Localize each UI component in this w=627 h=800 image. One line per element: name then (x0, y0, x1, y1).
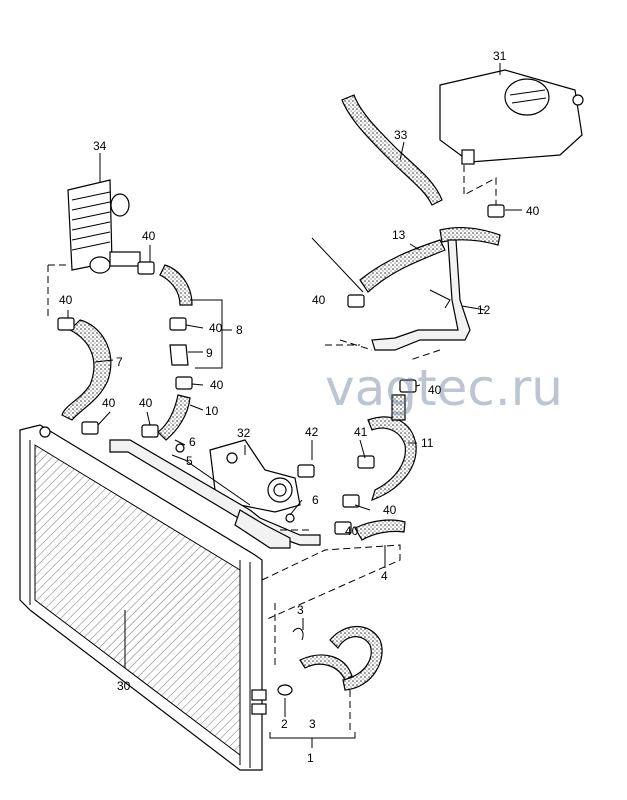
callout-42: 42 (305, 425, 319, 439)
oil-cooler (67, 179, 141, 274)
hoses (61, 94, 501, 691)
callout-10: 10 (205, 404, 219, 418)
coolant-pipe (109, 439, 321, 549)
callout-9: 9 (206, 346, 213, 360)
callout-40-hose-13: 40 (312, 293, 326, 307)
watermark-text: vagtec.ru (325, 359, 563, 417)
callout-1: 1 (307, 751, 314, 765)
callout-40-oil-cooler: 40 (142, 229, 156, 243)
callout-40-pipe: 40 (345, 524, 359, 538)
callout-5: 5 (186, 454, 193, 468)
callout-40-mid: 40 (209, 321, 223, 335)
callout-6-right: 6 (312, 493, 319, 507)
radiator (19, 424, 267, 771)
expansion-tank (439, 69, 584, 165)
callout-40-left: 40 (59, 293, 73, 307)
callout-40-hose-11: 40 (428, 383, 442, 397)
callout-32: 32 (237, 426, 251, 440)
callout-40-lower: 40 (210, 378, 224, 392)
callout-6-left: 6 (189, 435, 196, 449)
callout-33: 33 (394, 128, 408, 142)
callout-7: 7 (116, 355, 123, 369)
callout-13: 13 (392, 228, 406, 242)
callout-34: 34 (93, 139, 107, 153)
callout-31: 31 (493, 49, 507, 63)
pump-housing (209, 439, 301, 513)
callout-3-top: 3 (297, 603, 304, 617)
small-parts (169, 289, 451, 696)
callout-40-pump: 40 (383, 503, 397, 517)
leader-lines (47, 63, 522, 748)
callout-8: 8 (236, 323, 243, 337)
callout-2: 2 (281, 717, 288, 731)
callout-40-tank: 40 (526, 204, 540, 218)
callout-30: 30 (117, 679, 131, 693)
callout-40-radiator-mid: 40 (139, 396, 153, 410)
callout-3-bottom: 3 (309, 717, 316, 731)
callout-11: 11 (421, 436, 434, 450)
callout-41: 41 (354, 425, 368, 439)
callout-labels: 1 2 3 3 4 5 6 6 7 8 9 10 11 12 13 30 31 … (59, 49, 540, 765)
callout-40-radiator-left: 40 (102, 396, 116, 410)
callout-12: 12 (477, 303, 491, 317)
callout-4: 4 (381, 569, 388, 583)
pipe-12 (371, 239, 471, 351)
